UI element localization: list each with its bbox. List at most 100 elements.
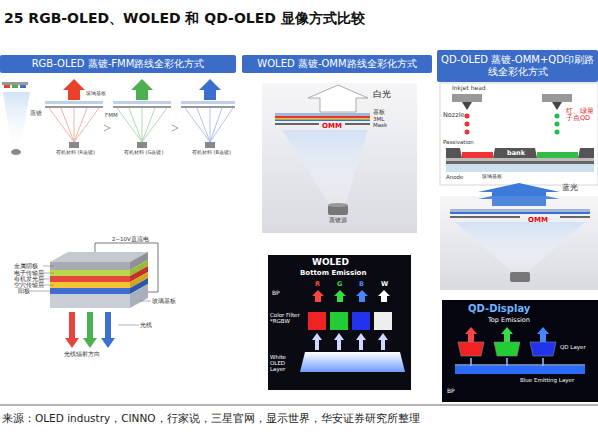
qd-display-image	[537, 327, 549, 342]
part-label: 基板	[373, 109, 385, 115]
woled-bottom-emission-image	[356, 290, 368, 302]
rule-line	[0, 405, 598, 406]
rgb-fmm-illustration	[45, 101, 103, 104]
woled-omm-illustration	[275, 116, 370, 118]
part-label: OMM	[322, 123, 342, 131]
part-label: 玻璃基板	[152, 298, 176, 304]
oled-stack-illustration	[50, 276, 130, 282]
part-label: 玻璃基板	[86, 91, 106, 97]
rule-line	[0, 405, 598, 406]
woled-bottom-emission-image	[356, 333, 366, 350]
woled-omm-illustration	[262, 83, 417, 233]
oled-stack-illustration	[50, 270, 130, 276]
oled-stack-illustration	[65, 312, 79, 348]
qd-inkjet-illustration	[446, 158, 594, 161]
rgb-fmm-illustration	[74, 108, 87, 142]
qd-inkjet-illustration	[446, 164, 594, 172]
part-label: BP	[447, 388, 455, 395]
header-text: RGB-OLED 蒸镀-FMM路线全彩化方式	[32, 58, 205, 71]
woled-bottom-emission-image	[300, 352, 405, 372]
rgb-fmm-illustration	[181, 106, 235, 108]
part-label: bank	[507, 150, 525, 157]
part-label: 玻璃基板	[482, 174, 502, 180]
part-label: Mask	[373, 122, 387, 128]
oled-stack-illustration	[140, 301, 151, 302]
part-label: 有机材料 (G蒸镀)	[124, 150, 163, 156]
oled-stack-illustration	[50, 288, 130, 294]
part-label: Anode	[446, 174, 464, 180]
part-label: Bottom Emission	[300, 270, 366, 278]
rgb-fmm-illustration	[49, 108, 74, 142]
part-label: QD-Display	[468, 303, 530, 314]
woled-bottom-emission-image	[268, 255, 411, 390]
woled-omm-illustration	[275, 113, 370, 116]
part-label: G	[337, 281, 342, 288]
part-label: 有机材料 (B蒸镀)	[192, 150, 231, 156]
rgb-fmm-illustration	[2, 82, 28, 85]
oled-stack-illustration	[83, 312, 97, 348]
rgb-fmm-illustration	[11, 149, 21, 155]
qd-display-image	[455, 366, 585, 374]
rgb-fmm-illustration	[61, 108, 74, 142]
qd-inkjet-illustration	[555, 114, 560, 119]
qd-inkjet-illustration	[465, 114, 470, 119]
rgb-fmm-illustration	[113, 101, 171, 104]
rgb-fmm-illustration	[142, 108, 143, 142]
woled-omm-illustration	[308, 85, 368, 112]
part-label: 蓝光	[562, 184, 578, 193]
qd-inkjet-illustration	[440, 83, 598, 185]
rgb-fmm-illustration	[129, 108, 142, 142]
part-label: OMM	[528, 217, 548, 225]
rgb-fmm-illustration	[137, 142, 147, 148]
qd-omm-illustration	[440, 196, 598, 290]
rgb-fmm-illustration	[210, 108, 233, 142]
qd-omm-illustration	[510, 272, 530, 282]
part-label: 空穴传输层	[14, 282, 44, 288]
part-label: Blue Emitting Layer	[520, 377, 574, 383]
woled-bottom-emission-image	[378, 290, 390, 302]
part-label: Passivation	[443, 139, 474, 145]
rgb-fmm-illustration	[113, 106, 171, 108]
qd-inkjet-illustration	[465, 130, 470, 135]
rgb-fmm-illustration	[74, 108, 75, 142]
rgb-fmm-illustration	[185, 108, 210, 142]
part-label: 光线辐射方向	[64, 351, 100, 357]
oled-stack-illustration	[118, 325, 139, 326]
part-label: Inkjet head	[452, 85, 486, 92]
woled-bottom-emission-image	[334, 290, 346, 302]
part-label: 蒸镀源	[329, 217, 347, 224]
qd-display-image	[494, 342, 520, 356]
qd-display-image	[442, 300, 598, 402]
qd-omm-illustration	[450, 212, 590, 214]
qd-inkjet-illustration	[552, 102, 562, 110]
oled-stack-illustration	[43, 285, 54, 286]
part-label: W	[381, 281, 388, 288]
header-band: RGB-OLED 蒸镀-FMM路线全彩化方式	[0, 55, 236, 73]
qd-display-image	[530, 342, 556, 356]
oled-stack-illustration	[30, 291, 54, 292]
qd-omm-illustration	[560, 216, 590, 218]
woled-omm-illustration	[282, 130, 368, 205]
part-label: White OLED Layer	[270, 354, 302, 372]
header-text: QD-OLED 蒸镀-OMM+QD印刷路线全彩化方式	[440, 54, 595, 79]
oled-stack-illustration	[43, 279, 54, 280]
woled-omm-illustration	[328, 203, 348, 207]
part-label: 蒸镀	[30, 110, 42, 116]
part-label: 3ML	[373, 116, 384, 122]
part-label: B	[359, 281, 364, 288]
qd-inkjet-illustration	[465, 122, 470, 127]
part-label: 阳极	[18, 288, 30, 294]
part-label: 电子传输层	[14, 270, 44, 276]
qd-inkjet-illustration	[493, 148, 537, 158]
part-label: BP	[272, 290, 280, 297]
woled-bottom-emission-image	[330, 312, 348, 330]
rgb-fmm-illustration	[12, 85, 18, 88]
oled-stack-illustration	[130, 284, 148, 308]
part-label: 2~10V直流电	[112, 236, 149, 242]
rgb-fmm-illustration	[117, 108, 142, 142]
qd-inkjet-illustration	[578, 148, 594, 158]
oled-stack-illustration	[30, 243, 158, 348]
woled-omm-illustration	[262, 83, 417, 233]
part-label: WOLED	[312, 258, 349, 268]
qd-omm-illustration	[450, 216, 520, 218]
